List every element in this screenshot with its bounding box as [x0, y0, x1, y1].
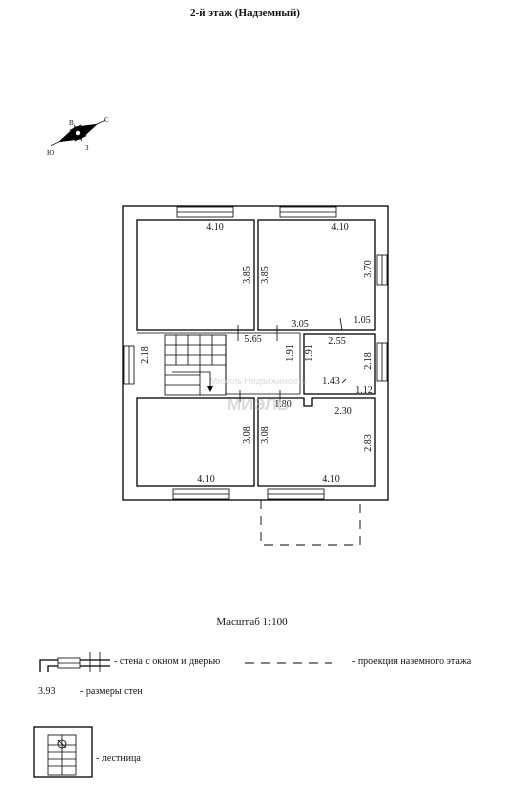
dim-bath-bottom: 1.12 [355, 385, 373, 396]
compass-label-e: В [69, 119, 74, 127]
dim-bath-left: 1.91 [285, 344, 296, 362]
dim-room-tl-right: 3.85 [242, 266, 253, 284]
interior-partitions [137, 325, 301, 402]
dim-room-bl-right: 3.08 [242, 426, 253, 444]
legend-projection-text: - проекция наземного этажа [352, 656, 472, 667]
dim-bath-inner: 1.43 [322, 376, 340, 387]
windows [123, 206, 388, 500]
compass-label-s: Ю [47, 149, 54, 157]
dim-bath-top: 2.55 [328, 336, 346, 347]
compass-label-n: С [104, 116, 109, 124]
dim-stair-landing: 5.65 [244, 334, 262, 345]
dim-room-tr-top: 4.10 [331, 222, 349, 233]
dim-room-bl-bottom: 4.10 [197, 474, 215, 485]
dim-corridor-top: 3.05 [291, 319, 309, 330]
room-bottom-right [257, 397, 376, 487]
legend-dim-sample: 3.93 [38, 686, 56, 697]
bathroom [303, 317, 376, 395]
watermark-line-1: Миэлль Недвижимость [210, 376, 307, 386]
dim-room-tr-right: 3.70 [363, 260, 374, 278]
legend-stairs-text: - лестница [96, 753, 141, 764]
scale-label: Масштаб 1:100 [216, 616, 288, 628]
dim-room-br-left: 3.08 [260, 426, 271, 444]
compass-rose-icon [50, 119, 106, 147]
dim-hall-bottom: 1.80 [274, 399, 292, 410]
room-top-left [136, 219, 255, 331]
legend-stairs-symbol [33, 726, 93, 778]
legend-wall-sizes-text: - размеры стен [80, 686, 143, 697]
dim-stair-height: 2.18 [140, 346, 151, 364]
dim-room-tl-top: 4.10 [206, 222, 224, 233]
watermark-line-2: МИЭЛЬ [227, 395, 289, 414]
plan-title: 2-й этаж (Надземный) [190, 7, 300, 19]
dim-bath-right: 2.18 [363, 352, 374, 370]
compass-label-w: З [85, 144, 89, 152]
room-bottom-left [136, 397, 255, 487]
dim-room-br-top: 2.30 [334, 406, 352, 417]
dim-bath-left2: 1.91 [304, 344, 315, 362]
ground-floor-projection [260, 500, 361, 546]
dim-room-br-right: 2.83 [363, 434, 374, 452]
room-top-right [257, 219, 376, 331]
legend-wall-window-door-symbol [39, 652, 110, 672]
dim-room-tr-small: 1.05 [353, 315, 371, 326]
legend-wall-window-door-text: - стена с окном и дверью [114, 656, 221, 667]
dim-room-tr-left: 3.85 [260, 266, 271, 284]
staircase [164, 334, 227, 396]
outer-walls [122, 205, 389, 501]
dim-room-br-bottom: 4.10 [322, 474, 340, 485]
